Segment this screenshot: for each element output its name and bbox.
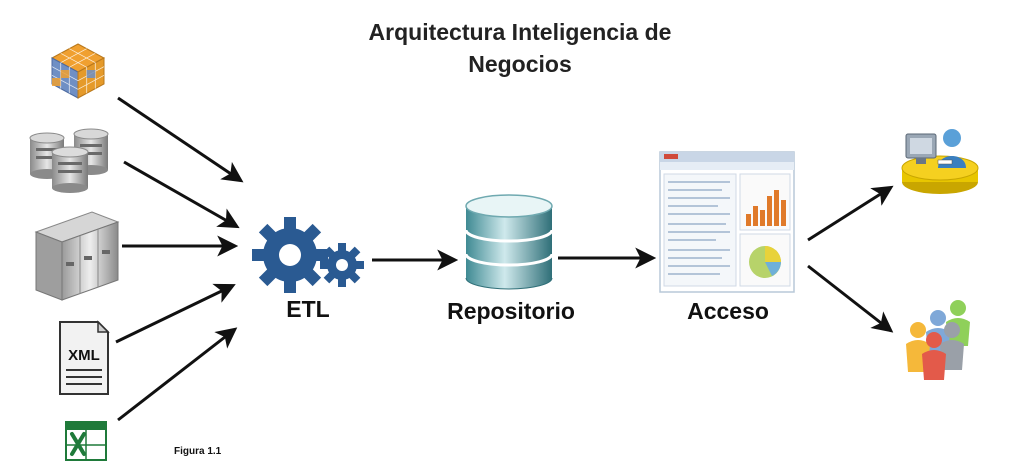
- title-line-1: Arquitectura Inteligencia de: [368, 19, 672, 45]
- xml-document-icon: XML: [59, 320, 110, 395]
- xml-label: XML: [68, 347, 100, 364]
- repository-database-icon: [464, 194, 554, 290]
- database-cluster-icon: [29, 128, 109, 193]
- olap-cube-icon: [50, 43, 106, 99]
- title-line-2: Negocios: [468, 51, 572, 77]
- analyst-workstation-icon: [901, 129, 979, 194]
- arrow-xml-to-etl: [115, 283, 236, 344]
- arrow-access-to-analyst: [807, 185, 894, 242]
- etl-gears-icon: [252, 217, 364, 293]
- repository-label: Repositorio: [447, 298, 575, 324]
- diagram-title: Arquitectura Inteligencia de Negocios: [0, 16, 1014, 80]
- user-group-icon: [906, 300, 970, 380]
- dashboard-screenshot-icon: [659, 151, 795, 293]
- server-rack-icon: [34, 211, 120, 301]
- arrow-access-to-users: [807, 264, 894, 333]
- access-label: Acceso: [687, 298, 769, 324]
- arrow-cube-to-etl: [117, 96, 244, 183]
- figure-caption: Figura 1.1: [174, 446, 222, 457]
- excel-icon: [65, 421, 107, 461]
- etl-label: ETL: [286, 296, 330, 322]
- arrow-excel-to-etl: [117, 327, 238, 422]
- arrow-db-to-etl: [123, 160, 240, 229]
